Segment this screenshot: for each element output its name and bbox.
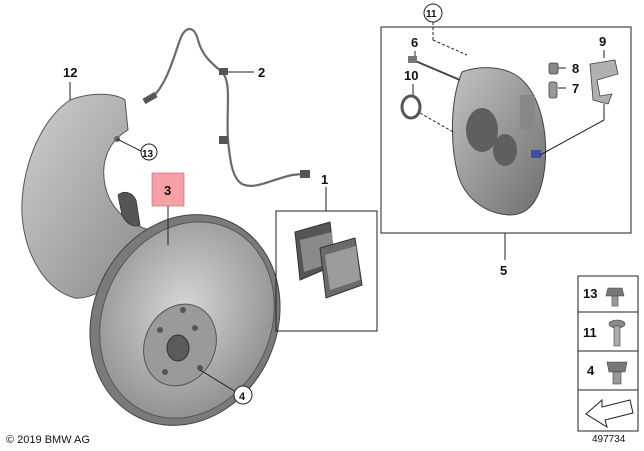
fastener-label-4: 4	[587, 363, 595, 378]
caliper-part[interactable]	[451, 67, 547, 216]
brake-pads-box	[275, 210, 378, 332]
callout-5: 5	[500, 263, 507, 278]
svg-text:11: 11	[426, 9, 437, 20]
callout-10: 10	[404, 68, 418, 83]
callout-12: 12	[63, 65, 77, 80]
cap-part[interactable]	[548, 62, 559, 75]
fastener-box	[577, 275, 639, 432]
wear-sensor-part[interactable]	[142, 27, 310, 187]
callout-7: 7	[572, 81, 579, 96]
callout-11: 11	[423, 3, 443, 23]
copyright-text: © 2019 BMW AG	[6, 434, 90, 446]
bleeder-valve-part[interactable]	[548, 81, 558, 99]
callout-8: 8	[572, 61, 579, 76]
svg-text:4: 4	[239, 391, 246, 403]
callout-2: 2	[258, 65, 265, 80]
brake-pads-part[interactable]	[294, 221, 363, 299]
seal-ring-part[interactable]	[400, 94, 422, 120]
bolt-4-icon[interactable]	[606, 361, 628, 385]
callout-1: 1	[321, 172, 328, 187]
fastener-label-11: 11	[583, 325, 597, 340]
callout-9: 9	[599, 34, 606, 49]
svg-text:13: 13	[142, 149, 154, 160]
callout-3: 3	[164, 183, 171, 198]
caliper-group-box	[380, 26, 632, 234]
brake-disc-part[interactable]	[56, 183, 314, 451]
callout-3-highlight	[151, 172, 185, 207]
screw-13-icon[interactable]	[605, 287, 625, 307]
bleed-screw-part[interactable]	[408, 56, 461, 81]
fastener-label-13: 13	[583, 286, 597, 301]
spring-clip-part[interactable]	[589, 59, 619, 105]
diagram-number: 497734	[592, 434, 626, 445]
callout-6: 6	[411, 35, 418, 50]
callout-13: 13	[140, 143, 158, 161]
bolt-11-icon[interactable]	[608, 319, 626, 347]
callout-4: 4	[233, 385, 253, 405]
arrow-icon	[585, 398, 634, 429]
